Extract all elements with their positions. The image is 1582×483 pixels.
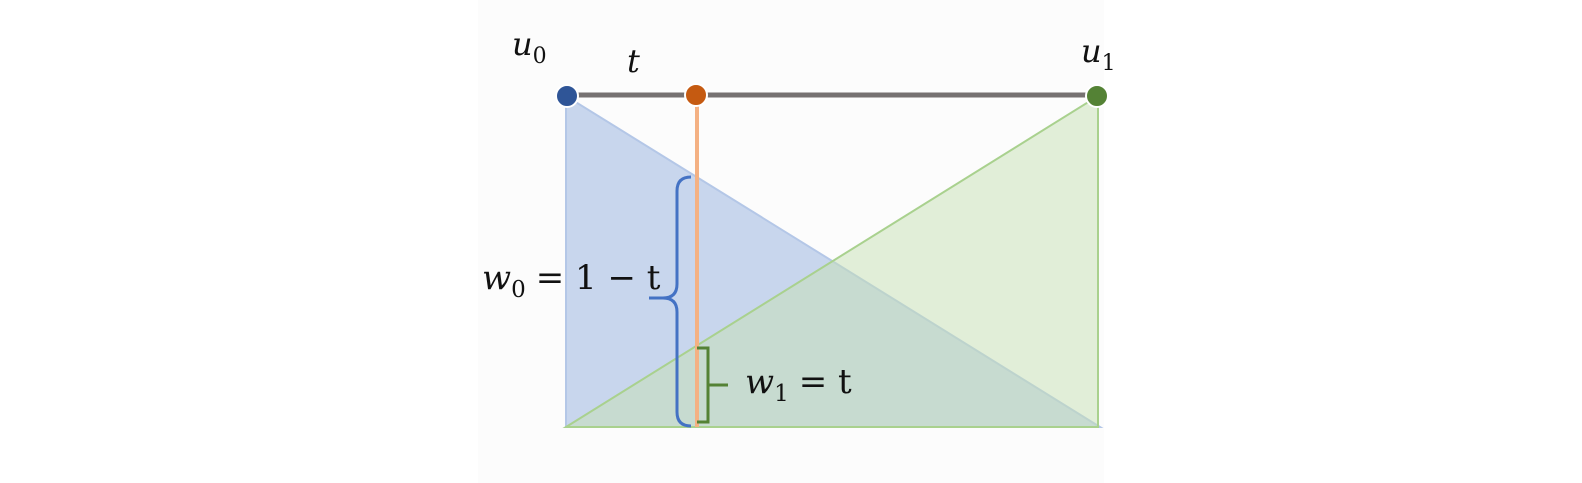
u0-label-base: u	[512, 25, 533, 63]
t-label: t	[627, 42, 640, 80]
u0-point	[555, 84, 579, 108]
u0-label-sub: 0	[533, 44, 547, 69]
u1-point	[1085, 84, 1109, 108]
brace-w0	[649, 175, 692, 428]
brace-w1	[697, 346, 728, 424]
w0-label-sub: 0	[511, 277, 526, 303]
u1-label-base: u	[1081, 32, 1102, 70]
w1-label-base: w	[745, 362, 774, 402]
u1-label: u1	[1081, 32, 1116, 76]
w1-label: w1 = t	[745, 362, 852, 407]
u1-label-sub: 1	[1102, 51, 1116, 76]
u0-label: u0	[512, 25, 547, 69]
w0-label: w0 = 1 − t	[482, 258, 661, 303]
w1-label-rhs: = t	[799, 362, 852, 402]
w0-label-base: w	[482, 258, 511, 298]
w0-label-rhs: = 1 − t	[536, 258, 661, 298]
w1-label-sub: 1	[774, 381, 789, 407]
t-point	[684, 83, 708, 107]
